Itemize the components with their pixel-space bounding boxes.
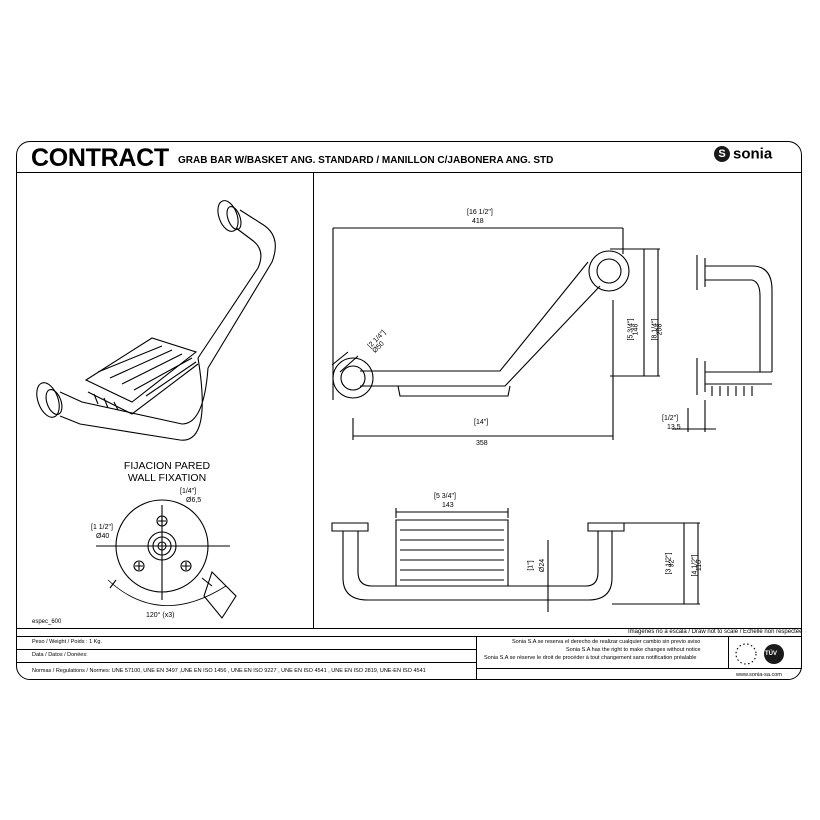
dim-rose-mm: Ø40	[96, 533, 110, 540]
front-elevation-view	[331, 227, 660, 440]
dim-width-mm: 418	[472, 218, 484, 225]
data-info: Data / Datos / Donées:	[32, 652, 88, 658]
dim-offset-mm: 13,5	[667, 424, 681, 431]
dim-screw-in: [1/4"]	[180, 488, 197, 495]
dim-offset-in: [1/2"]	[662, 415, 679, 422]
footer-rule	[16, 636, 802, 637]
sonia-logo-icon: S	[714, 146, 730, 162]
notice-english: Sonia S.A has the right to make changes …	[566, 647, 701, 653]
brand-name: sonia	[733, 145, 773, 163]
footer-divider	[16, 628, 802, 629]
dim-width-in: [16 1/2"]	[467, 209, 493, 216]
footer-rule-2	[16, 649, 476, 650]
plan-view	[331, 508, 700, 612]
footer-rule-4	[476, 668, 802, 669]
dim-base-mm: 358	[476, 440, 488, 447]
isometric-grab-bar-view	[36, 200, 276, 441]
website-link[interactable]: www.sonia-sa.com	[736, 672, 782, 678]
spec-code: espec_600	[32, 619, 62, 625]
dim-angle: 120° (x3)	[146, 612, 175, 619]
notice-french: Sonia S.A se réserve le droit de procéde…	[484, 655, 697, 661]
fixation-title-en: WALL FIXATION	[127, 472, 207, 484]
footer-col-divider	[476, 636, 477, 680]
side-elevation-view	[672, 255, 773, 432]
dim-height-mm: 208	[656, 323, 664, 336]
dim-screw-mm: Ø6,5	[186, 497, 202, 504]
dim-proj-mm: 92	[668, 559, 676, 568]
drawing-sheet-frame	[16, 141, 802, 680]
scale-note: Imagenes no a escala / Draw not to scale…	[628, 629, 803, 635]
product-subtitle: GRAB BAR W/BASKET ANG. STANDARD / MANILL…	[178, 155, 554, 166]
fixation-title-es: FIJACION PARED	[123, 460, 211, 472]
eu-cert-mark-icon	[735, 643, 757, 665]
tuv-badge-label: TÜV	[765, 651, 777, 657]
weight-info: Peso / Weight / Poids : 1 Kg.	[32, 639, 102, 645]
product-line-title: CONTRACT	[31, 144, 169, 172]
dim-base-in: [14"]	[474, 419, 489, 426]
dim-bar-in: [1"]	[527, 560, 535, 571]
regulations-info: Normas / Regulations / Normes: UNE 57100…	[32, 668, 426, 674]
dim-basket-mm: 143	[442, 502, 454, 509]
notice-spanish: Sonia S.A se reserva el derecho de reali…	[512, 639, 701, 645]
footer-rule-3	[16, 662, 476, 663]
footer-col-divider-2	[728, 636, 729, 668]
dim-rise-mm: 148	[632, 323, 640, 336]
view-divider	[313, 172, 314, 628]
dim-rose-in: [1 1/2"]	[91, 524, 113, 531]
tuv-badge-icon	[764, 644, 784, 664]
dim-bar-mm: Ø24	[539, 558, 547, 573]
wall-fixation-view	[96, 499, 237, 619]
dim-depth-mm: 116	[696, 559, 704, 572]
header-divider	[16, 172, 802, 173]
dim-basket-in: [5 3/4"]	[434, 493, 456, 500]
